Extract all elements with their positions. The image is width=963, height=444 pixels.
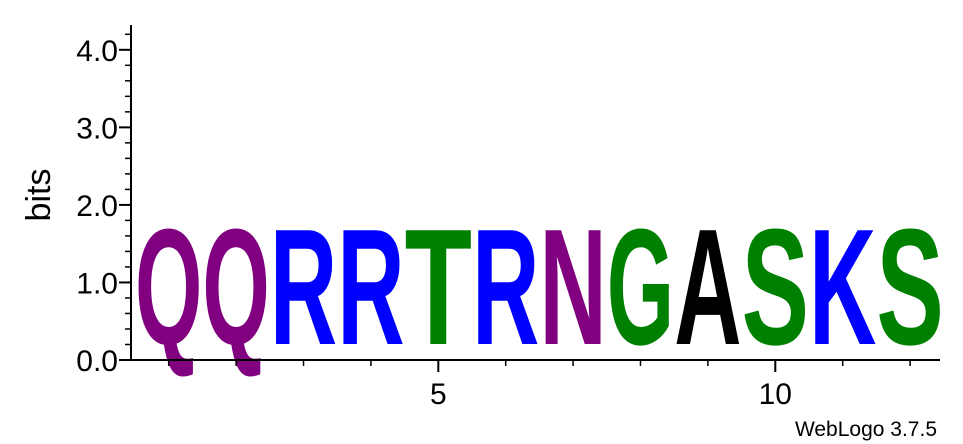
logo-letter-s: S <box>742 196 809 381</box>
logo-letter-q: Q <box>202 194 269 379</box>
logo-letter-text: K <box>809 195 876 380</box>
y-tick-label: 2.0 <box>76 190 118 223</box>
logo-letter-g: G <box>607 194 674 379</box>
logo-letter-text: N <box>539 195 606 380</box>
y-axis-label: bits <box>20 169 58 222</box>
y-tick-label: 4.0 <box>76 35 118 68</box>
logo-letter-text: S <box>876 196 943 381</box>
logo-letter-r: R <box>337 195 404 380</box>
logo-letter-text: Q <box>135 194 202 379</box>
y-tick-label: 3.0 <box>76 112 118 145</box>
y-ticks: 0.0 1.0 2.0 3.0 4.0 <box>76 33 131 378</box>
x-ticks: 5 10 <box>167 360 911 411</box>
logo-letter-text: T <box>405 195 472 380</box>
logo-letter-n: N <box>539 195 606 380</box>
logo-letter-text: Q <box>202 194 269 379</box>
logo-letter-text: R <box>270 195 337 380</box>
logo-letter-r: R <box>270 195 337 380</box>
axis-layer: 0.0 1.0 2.0 3.0 4.0 5 10 <box>76 25 940 411</box>
logo-letter-k: K <box>809 195 876 380</box>
logo-letter-a: A <box>674 195 741 380</box>
footer-credit: WebLogo 3.7.5 <box>795 418 937 441</box>
logo-letter-t: T <box>405 195 472 380</box>
logo-letter-text: R <box>337 195 404 380</box>
y-tick-label: 0.0 <box>76 345 118 378</box>
y-tick-label: 1.0 <box>76 267 118 300</box>
logo-letter-text: A <box>674 195 741 380</box>
x-tick-label: 5 <box>430 378 447 411</box>
x-tick-label: 10 <box>759 378 792 411</box>
logo-letter-r: R <box>472 195 539 380</box>
logo-letter-s: S <box>876 196 943 381</box>
logo-letter-text: R <box>472 195 539 380</box>
logo-letter-text: S <box>742 196 809 381</box>
logo-letter-q: Q <box>135 194 202 379</box>
logo-letter-text: G <box>607 194 674 379</box>
